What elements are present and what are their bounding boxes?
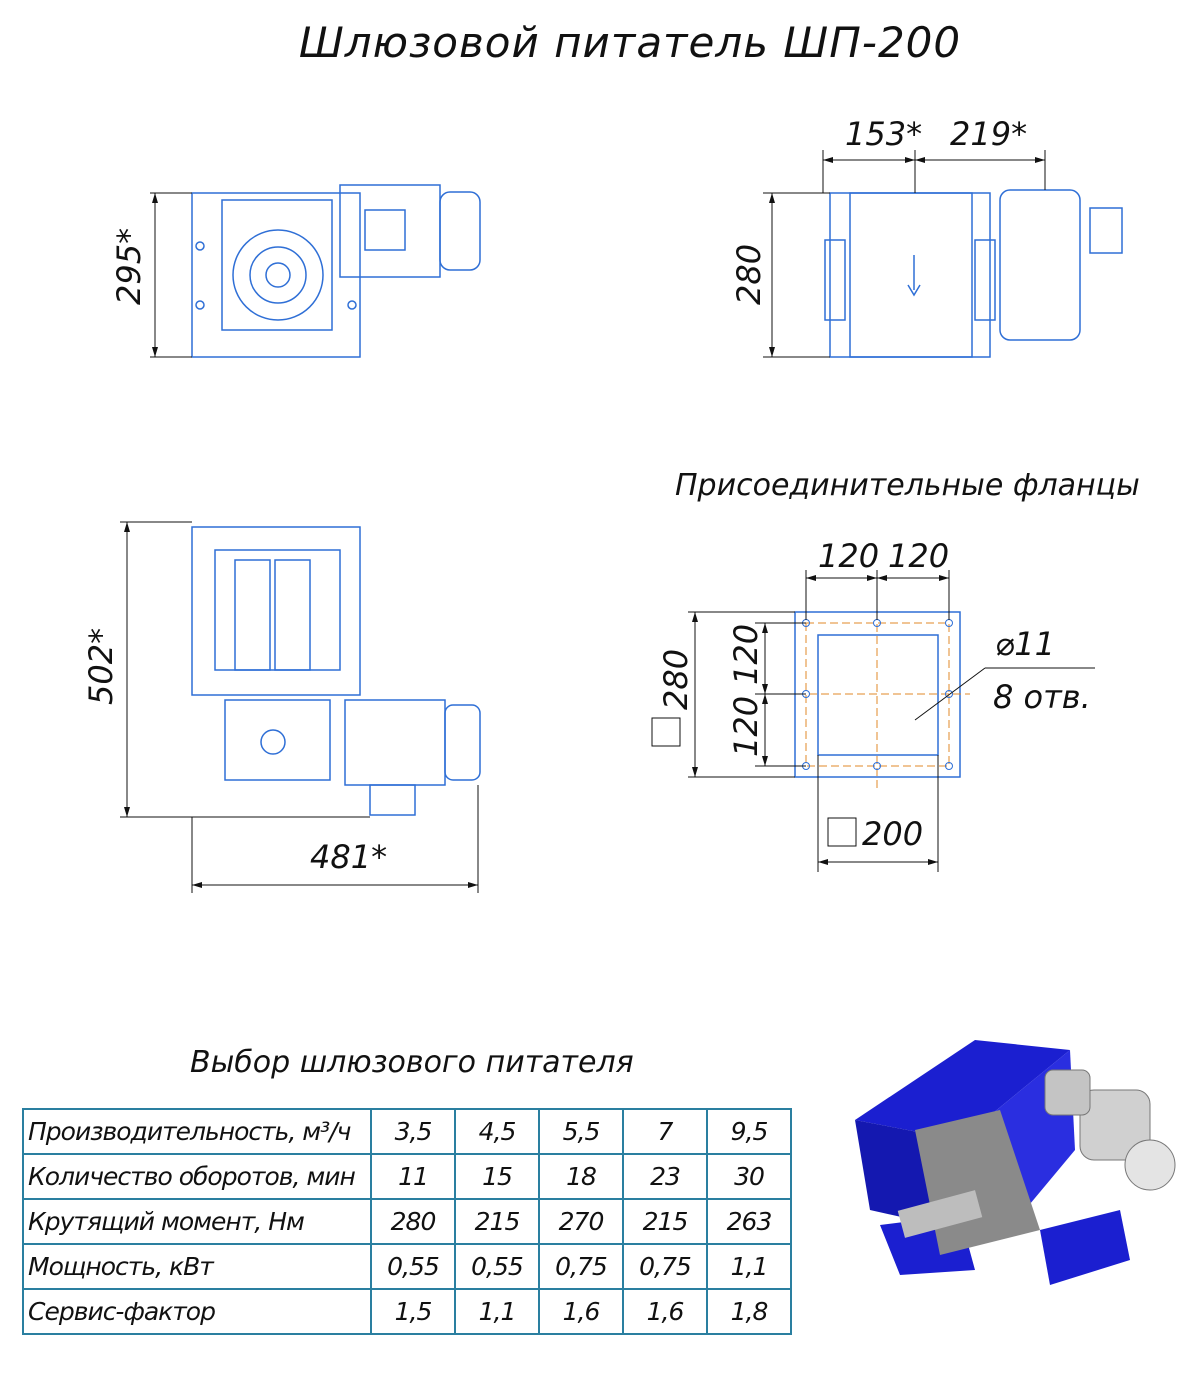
top-view-dimension	[150, 192, 192, 358]
page-title: Шлюзовой питатель ШП-200	[298, 18, 962, 67]
table-cell: 1,1	[706, 1243, 792, 1290]
table-cell: 5,5	[538, 1108, 624, 1155]
table-cell: 15	[454, 1153, 540, 1200]
table-cell: 1,5	[370, 1288, 456, 1335]
table-cell: 215	[622, 1198, 708, 1245]
flange-hole-diameter: ⌀11	[995, 625, 1055, 663]
table-cell: 0,55	[454, 1243, 540, 1290]
table-cell: 0,75	[538, 1243, 624, 1290]
flange-dim-120-left: 120	[818, 537, 879, 575]
side-view	[824, 189, 1123, 358]
dim-481: 481*	[310, 838, 387, 876]
flange-dim-280: 280	[657, 649, 695, 710]
table-cell: 18	[538, 1153, 624, 1200]
side-view-dimensions	[763, 150, 1046, 358]
plan-view	[191, 526, 481, 816]
dim-219: 219*	[950, 115, 1027, 153]
row-label: Мощность, кВт	[22, 1243, 372, 1290]
table-cell: 215	[454, 1198, 540, 1245]
flange-drawing	[651, 570, 1095, 872]
flange-dim-120-lower: 120	[727, 696, 765, 757]
table-cell: 263	[706, 1198, 792, 1245]
table-cell: 280	[370, 1198, 456, 1245]
dim-153: 153*	[845, 115, 922, 153]
row-label: Количество оборотов, мин	[22, 1153, 372, 1200]
row-label: Крутящий момент, Нм	[22, 1198, 372, 1245]
dim-295: 295*	[110, 228, 148, 305]
table-cell: 23	[622, 1153, 708, 1200]
flange-hole-count: 8 отв.	[993, 678, 1091, 716]
plan-view-dimensions	[120, 521, 479, 893]
table-cell: 1,6	[538, 1288, 624, 1335]
table-cell: 11	[370, 1153, 456, 1200]
table-cell: 0,55	[370, 1243, 456, 1290]
flange-dim-120-right: 120	[888, 537, 949, 575]
table-cell: 3,5	[370, 1108, 456, 1155]
flange-title: Присоединительные фланцы	[675, 468, 1140, 503]
flange-dim-120-upper: 120	[727, 624, 765, 685]
table-cell: 270	[538, 1198, 624, 1245]
dim-280-side: 280	[730, 244, 768, 305]
table-cell: 1,6	[622, 1288, 708, 1335]
table-cell: 1,1	[454, 1288, 540, 1335]
flange-dim-200: 200	[862, 815, 923, 853]
table-cell: 30	[706, 1153, 792, 1200]
feeder-3d-render	[855, 1040, 1176, 1285]
table-cell: 7	[622, 1108, 708, 1155]
selection-title: Выбор шлюзового питателя	[190, 1045, 634, 1080]
row-label: Сервис-фактор	[22, 1288, 372, 1335]
table-cell: 9,5	[706, 1108, 792, 1155]
table-cell: 1,8	[706, 1288, 792, 1335]
dim-502: 502*	[82, 628, 120, 705]
top-view	[191, 184, 481, 358]
table-cell: 0,75	[622, 1243, 708, 1290]
table-cell: 4,5	[454, 1108, 540, 1155]
row-label: Производительность, м³/ч	[22, 1108, 372, 1155]
